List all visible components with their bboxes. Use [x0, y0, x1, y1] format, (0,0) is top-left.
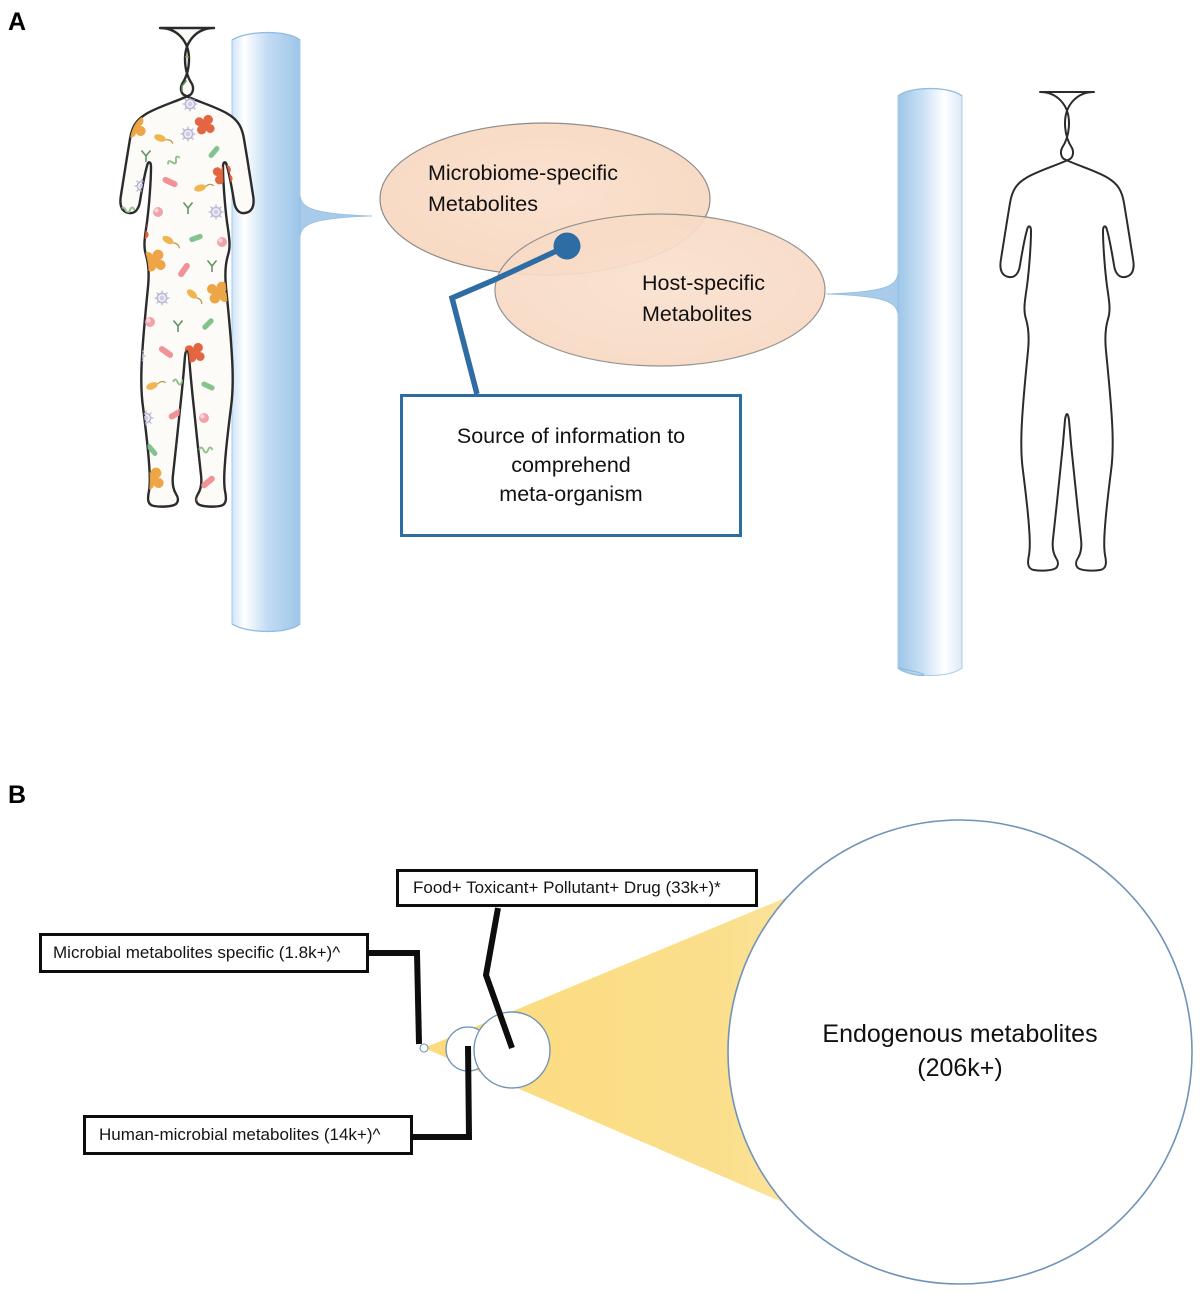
label-box-food-toxicant-pollutant-drug: Food+ Toxicant+ Pollutant+ Drug (33k+)* [396, 869, 758, 907]
label-box-human-microbial: Human-microbial metabolites (14k+)^ [83, 1115, 413, 1155]
circle-microbial-specific [419, 1043, 429, 1053]
host-human-body-outline [999, 91, 1135, 572]
leader-microbial-specific [369, 950, 422, 1045]
panel-label-a: A [8, 8, 27, 36]
label-box-microbial-specific: Microbial metabolites specific (1.8k+)^ [39, 933, 369, 973]
panel-a-artwork [119, 26, 1135, 677]
host-ellipse-label: Host-specific Metabolites [642, 271, 766, 326]
callout-label: Source of information to comprehend meta… [456, 423, 686, 506]
right-brace [825, 87, 963, 677]
circle-endogenous [727, 819, 1193, 1285]
source-of-information-callout: Source of information to comprehend meta… [400, 394, 742, 537]
leader-food [482, 907, 515, 1050]
endogenous-metabolites-label: Endogenous metabolites (206k+) [822, 1020, 1098, 1082]
microbiome-ellipse-label: Microbiome-specific Metabolites [428, 161, 618, 216]
panel-b-artwork [369, 819, 1193, 1285]
label-text-human-microbial: Human-microbial metabolites (14k+)^ [99, 1125, 381, 1144]
label-text-food-toxicant-pollutant-drug: Food+ Toxicant+ Pollutant+ Drug (33k+)* [413, 878, 721, 897]
circle-food-toxicant-pollutant-drug [473, 1011, 551, 1089]
microbiome-colonised-human-body [119, 26, 255, 508]
callout-connector [448, 244, 567, 395]
panel-label-b: B [8, 781, 27, 809]
connector-anchor-dot [553, 232, 581, 260]
left-brace [231, 31, 373, 633]
leader-human-microbial [413, 1045, 473, 1140]
label-text-microbial-specific: Microbial metabolites specific (1.8k+)^ [53, 943, 341, 962]
